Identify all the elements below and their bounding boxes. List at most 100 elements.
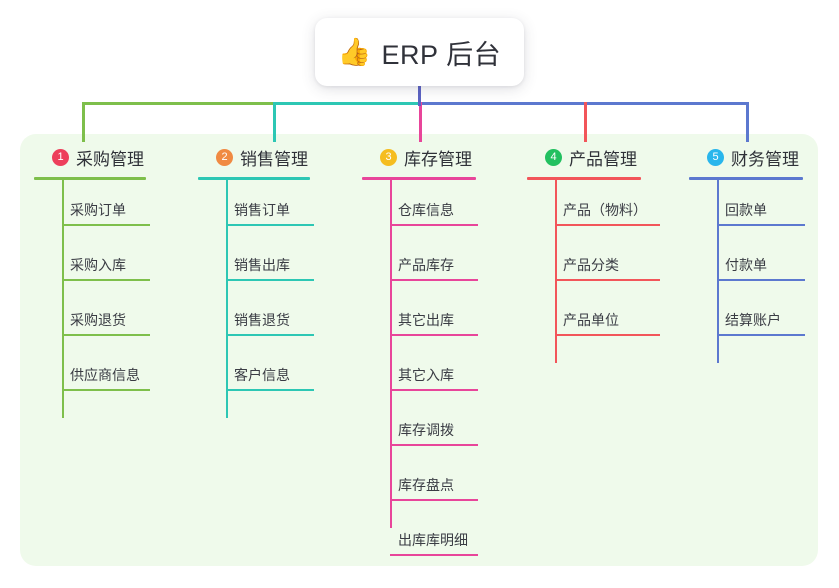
menu-item-underline (555, 279, 660, 281)
menu-item-underline (62, 334, 150, 336)
menu-item[interactable]: 销售退货 (226, 290, 314, 345)
menu-item[interactable]: 采购入库 (62, 235, 150, 290)
category-number-badge: 4 (545, 148, 562, 166)
category-underline (689, 177, 803, 180)
menu-item-label: 产品单位 (563, 312, 619, 328)
category-items: 销售订单销售出库销售退货客户信息 (198, 180, 314, 418)
menu-item[interactable]: 销售订单 (226, 180, 314, 235)
menu-item[interactable]: 库存盘点 (390, 455, 478, 510)
menu-item[interactable]: 产品（物料） (555, 180, 660, 235)
menu-item-label: 仓库信息 (398, 202, 454, 218)
bus-segment (82, 102, 273, 105)
content-panel (20, 134, 818, 566)
menu-item-label: 采购订单 (70, 202, 126, 218)
menu-item-label: 供应商信息 (70, 367, 140, 383)
category-number-badge: 5 (707, 148, 724, 166)
menu-item-underline (226, 334, 314, 336)
bus-segment (273, 102, 419, 105)
bus-segment (419, 102, 748, 105)
category-items: 产品（物料） 产品分类产品单位 (527, 180, 660, 363)
drop-connector (746, 102, 749, 142)
menu-item-label: 客户信息 (234, 367, 290, 383)
category-underline (34, 177, 146, 180)
menu-item-label: 产品分类 (563, 257, 619, 273)
menu-item[interactable]: 库存调拨 (390, 400, 478, 455)
category-column-5: 5 财务管理回款单付款单结算账户 (689, 144, 805, 363)
menu-item[interactable]: 结算账户 (717, 290, 805, 345)
drop-connector (419, 102, 422, 142)
menu-item[interactable]: 产品库存 (390, 235, 478, 290)
menu-item-label: 回款单 (725, 202, 767, 218)
menu-item-underline (390, 554, 478, 556)
category-spine (555, 180, 557, 363)
category-header[interactable]: 2 销售管理 (198, 144, 310, 170)
category-spine (226, 180, 228, 418)
category-title: 采购管理 (76, 149, 144, 169)
category-spine (717, 180, 719, 363)
drop-connector (273, 102, 276, 142)
menu-item-label: 其它出库 (398, 312, 454, 328)
category-column-4: 4 产品管理产品（物料） 产品分类产品单位 (527, 144, 660, 363)
trunk-connector (418, 86, 421, 106)
category-title: 财务管理 (731, 149, 799, 169)
category-spine (390, 180, 392, 528)
menu-item-underline (226, 279, 314, 281)
category-column-2: 2 销售管理销售订单销售出库销售退货客户信息 (198, 144, 314, 418)
menu-item-underline (226, 389, 314, 391)
category-number-badge: 1 (52, 148, 69, 166)
category-column-1: 1 采购管理采购订单采购入库采购退货供应商信息 (34, 144, 150, 418)
category-number-badge: 3 (380, 148, 397, 166)
menu-item-label: 其它入库 (398, 367, 454, 383)
menu-item[interactable]: 客户信息 (226, 345, 314, 400)
menu-item-label: 出库库明细 (398, 532, 468, 548)
menu-item-label: 库存盘点 (398, 477, 454, 493)
menu-item-underline (62, 224, 150, 226)
menu-item-underline (390, 444, 478, 446)
menu-item-underline (62, 279, 150, 281)
category-items: 采购订单采购入库采购退货供应商信息 (34, 180, 150, 418)
category-underline (362, 177, 476, 180)
category-underline (198, 177, 310, 180)
category-header[interactable]: 5 财务管理 (689, 144, 803, 170)
menu-item[interactable]: 其它出库 (390, 290, 478, 345)
menu-item-underline (555, 334, 660, 336)
menu-item-underline (62, 389, 150, 391)
menu-item-underline (390, 499, 478, 501)
menu-item-underline (390, 224, 478, 226)
category-title: 库存管理 (404, 149, 472, 169)
menu-item[interactable]: 供应商信息 (62, 345, 150, 400)
category-header[interactable]: 3 库存管理 (362, 144, 476, 170)
menu-item[interactable]: 采购退货 (62, 290, 150, 345)
menu-item-label: 销售出库 (234, 257, 290, 273)
category-header[interactable]: 4 产品管理 (527, 144, 641, 170)
menu-item[interactable]: 仓库信息 (390, 180, 478, 235)
category-items: 仓库信息产品库存其它出库其它入库库存调拨库存盘点出库库明细 (362, 180, 478, 565)
title-card: 👍 ERP 后台 (315, 18, 524, 86)
menu-item-label: 产品库存 (398, 257, 454, 273)
menu-item-underline (555, 224, 660, 226)
menu-item[interactable]: 销售出库 (226, 235, 314, 290)
page-title: ERP 后台 (381, 39, 502, 70)
menu-item-label: 采购退货 (70, 312, 126, 328)
category-number-badge: 2 (216, 148, 233, 166)
menu-item[interactable]: 其它入库 (390, 345, 478, 400)
menu-item-label: 结算账户 (725, 312, 781, 328)
category-title: 销售管理 (240, 149, 308, 169)
menu-item[interactable]: 付款单 (717, 235, 805, 290)
menu-item[interactable]: 回款单 (717, 180, 805, 235)
menu-item-label: 付款单 (725, 257, 767, 273)
menu-item[interactable]: 采购订单 (62, 180, 150, 235)
menu-item-underline (717, 334, 805, 336)
category-spine (62, 180, 64, 418)
menu-item[interactable]: 产品分类 (555, 235, 660, 290)
menu-item-underline (390, 279, 478, 281)
menu-item[interactable]: 产品单位 (555, 290, 660, 345)
menu-item-label: 产品（物料） (563, 202, 647, 218)
menu-item-label: 销售订单 (234, 202, 290, 218)
category-title: 产品管理 (569, 149, 637, 169)
category-header[interactable]: 1 采购管理 (34, 144, 146, 170)
category-column-3: 3 库存管理仓库信息产品库存其它出库其它入库库存调拨库存盘点出库库明细 (362, 144, 478, 565)
menu-item-label: 采购入库 (70, 257, 126, 273)
menu-item[interactable]: 出库库明细 (390, 510, 478, 565)
drop-connector (82, 102, 85, 142)
